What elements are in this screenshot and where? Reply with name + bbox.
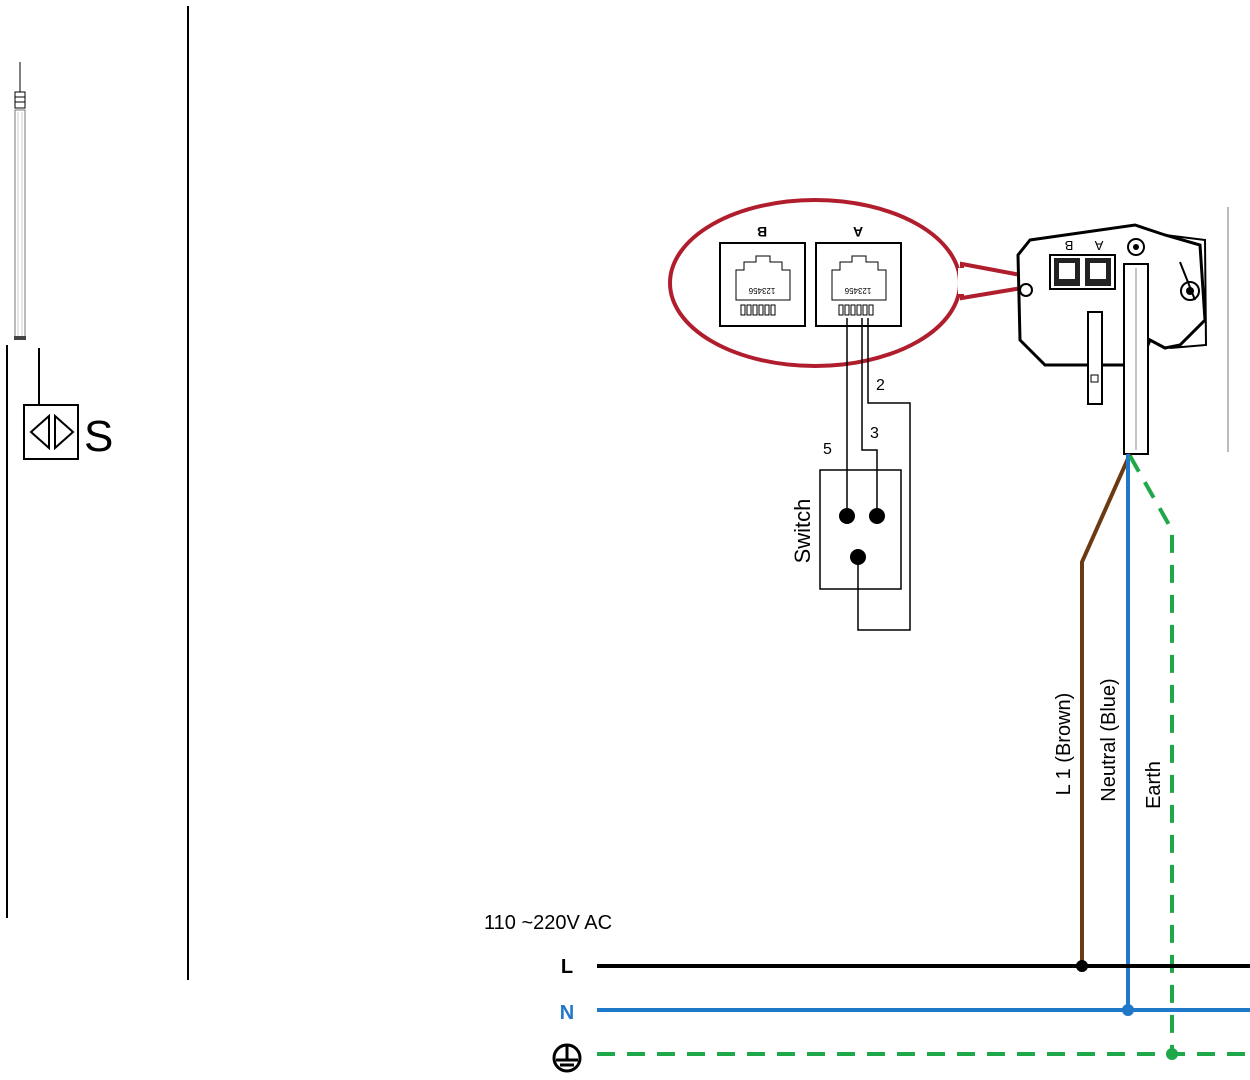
jack-callout: B 123456 A 123456	[668, 198, 1059, 368]
switch-wiring	[846, 318, 911, 631]
switch-terminal	[850, 549, 866, 565]
wire-3	[861, 318, 878, 515]
junction-l	[1076, 960, 1088, 972]
neutral-mains-label: N	[560, 1002, 574, 1024]
ground-symbol-icon	[552, 1043, 582, 1073]
motor-label-b: B	[1065, 238, 1074, 253]
wire-label-2: 2	[876, 377, 885, 394]
wire-label-3: 3	[870, 425, 879, 442]
jack-a-label: A	[853, 224, 863, 240]
jack-a-pins: 123456	[844, 286, 871, 295]
earth-wire	[1128, 455, 1174, 1050]
neutral-label: Neutral (Blue)	[1098, 678, 1120, 801]
wire-label-5: 5	[823, 441, 832, 458]
junction-n	[1122, 1004, 1134, 1016]
motor-head-icon	[1016, 207, 1229, 455]
rj-jack-icon	[815, 242, 902, 327]
jack-b-label: B	[757, 224, 767, 240]
junction-earth	[1166, 1048, 1178, 1060]
jack-b-pins: 123456	[748, 286, 775, 295]
tubular-motor-icon	[14, 62, 26, 340]
wire-2	[857, 318, 911, 631]
line-label: L	[561, 956, 573, 978]
switch-terminal	[839, 508, 855, 524]
rj-jack-icon	[719, 242, 806, 327]
switch-box	[819, 469, 902, 590]
switch-label: Switch	[790, 499, 815, 564]
left-panel: S	[6, 6, 189, 980]
voltage-label: 110 ~220V AC	[484, 912, 612, 934]
l1-wire	[1080, 453, 1132, 966]
two-way-switch-symbol-icon	[23, 404, 79, 460]
earth-label: Earth	[1143, 761, 1165, 809]
switch-symbol-label: S	[84, 412, 113, 461]
switch-terminal	[869, 508, 885, 524]
l1-label: L 1 (Brown)	[1053, 693, 1075, 796]
motor-label-a: A	[1094, 238, 1103, 253]
